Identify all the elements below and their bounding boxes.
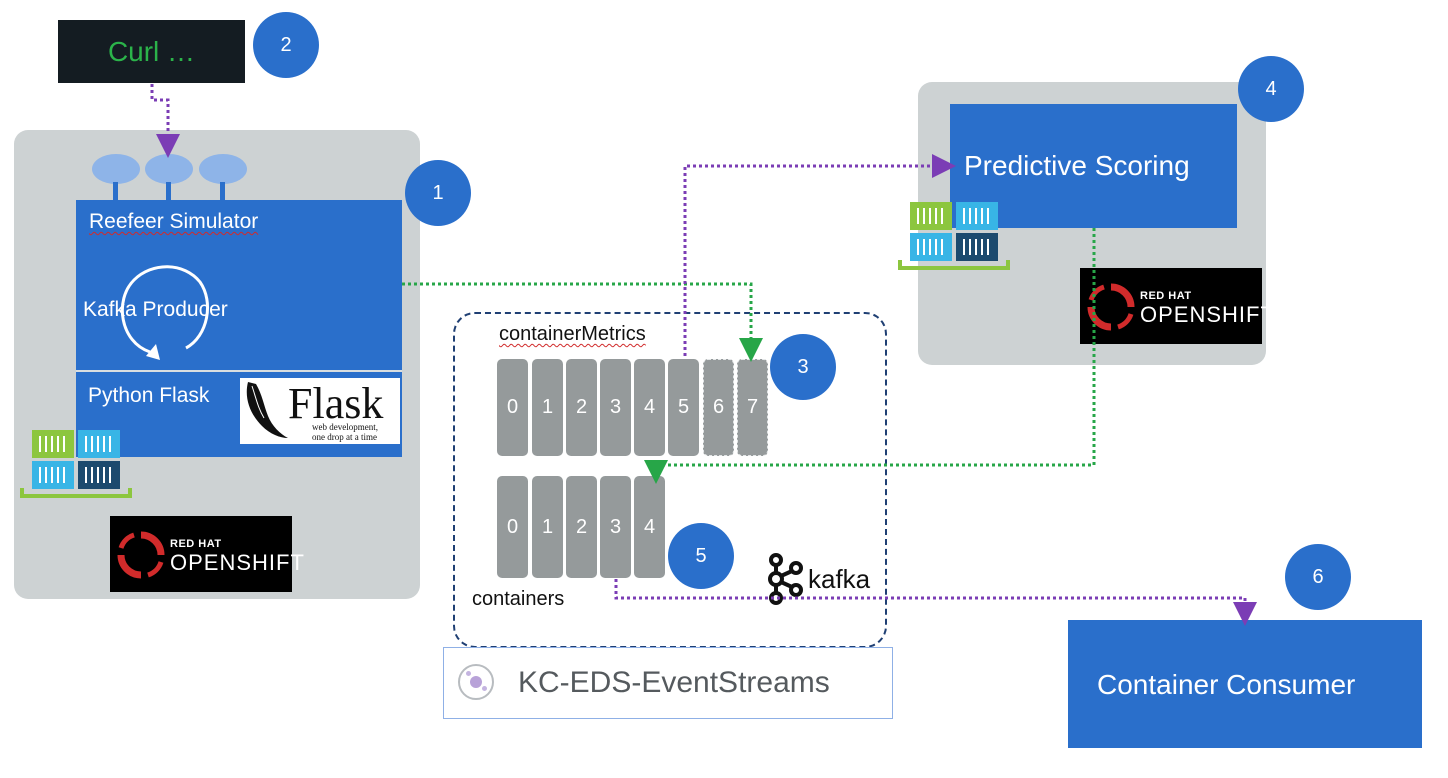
- flask-tagline-1: web development,: [312, 422, 378, 432]
- arrow-containers-to-consumer: [614, 579, 1257, 626]
- partition-c-1: 1: [532, 476, 563, 578]
- endpoint-oval-1: [92, 154, 140, 184]
- endpoint-oval-3: [199, 154, 247, 184]
- step-badge-1: 1: [405, 160, 471, 226]
- arrow-topic-to-scoring: [683, 154, 956, 356]
- kafka-logo: kafka: [766, 552, 890, 606]
- event-streams-icon: [458, 664, 494, 700]
- container-consumer-label: Container Consumer: [1097, 669, 1356, 700]
- flask-word: Flask: [288, 379, 384, 428]
- openshift-text: OPENSHIFT: [170, 550, 305, 575]
- red-hat-text: RED HAT: [170, 538, 222, 550]
- kafka-producer-label: Kafka Producer: [83, 298, 228, 321]
- arrow-curl-to-simulator: [150, 84, 180, 158]
- partition-cm-3: 3: [600, 359, 631, 456]
- partition-cm-4: 4: [634, 359, 665, 456]
- red-hat-text: RED HAT: [1140, 290, 1192, 302]
- arrow-scoring-to-containers: [644, 228, 1096, 484]
- event-streams-name: KC-EDS-EventStreams: [518, 666, 830, 699]
- partition-c-3: 3: [600, 476, 631, 578]
- step-badge-5: 5: [668, 523, 734, 589]
- step-badge-3: 3: [770, 334, 836, 400]
- step-badge-6: 6: [1285, 544, 1351, 610]
- event-streams-service-label: KC-EDS-EventStreams: [443, 647, 893, 719]
- topic-containers-label: containers: [472, 588, 565, 610]
- partition-c-4: 4: [634, 476, 665, 578]
- endpoint-oval-2: [145, 154, 193, 184]
- step-badge-2: 2: [253, 12, 319, 78]
- topic-container-metrics-label: containerMetrics: [499, 323, 646, 345]
- partition-cm-5: 5: [668, 359, 699, 456]
- step-badge-4: 4: [1238, 56, 1304, 122]
- container-consumer-box: Container Consumer: [1068, 620, 1422, 748]
- curl-label: Curl …: [107, 35, 196, 67]
- container-stack-icon: [20, 428, 132, 500]
- container-stack-icon: [898, 200, 1010, 272]
- partition-cm-7: 7: [737, 359, 768, 456]
- partition-cm-0: 0: [497, 359, 528, 456]
- partition-cm-6: 6: [703, 359, 734, 456]
- predictive-scoring-label: Predictive Scoring: [964, 150, 1190, 181]
- partition-c-0: 0: [497, 476, 528, 578]
- python-flask-label: Python Flask: [88, 384, 210, 407]
- partition-cm-1: 1: [532, 359, 563, 456]
- simulator-title: Reefeer Simulator: [89, 210, 259, 233]
- curl-box: Curl …: [58, 20, 245, 83]
- openshift-logo-right: RED HAT OPENSHIFT: [1080, 268, 1274, 344]
- partition-c-2: 2: [566, 476, 597, 578]
- partition-cm-2: 2: [566, 359, 597, 456]
- flask-tagline-2: one drop at a time: [312, 432, 377, 442]
- openshift-text: OPENSHIFT: [1140, 302, 1275, 327]
- flask-logo: Flask web development, one drop at a tim…: [240, 378, 400, 444]
- arrow-producer-to-topic: [402, 282, 763, 362]
- openshift-logo-left: RED HAT OPENSHIFT: [110, 516, 304, 592]
- kafka-wordmark: kafka: [808, 564, 871, 594]
- producer-loop-icon: [120, 265, 209, 354]
